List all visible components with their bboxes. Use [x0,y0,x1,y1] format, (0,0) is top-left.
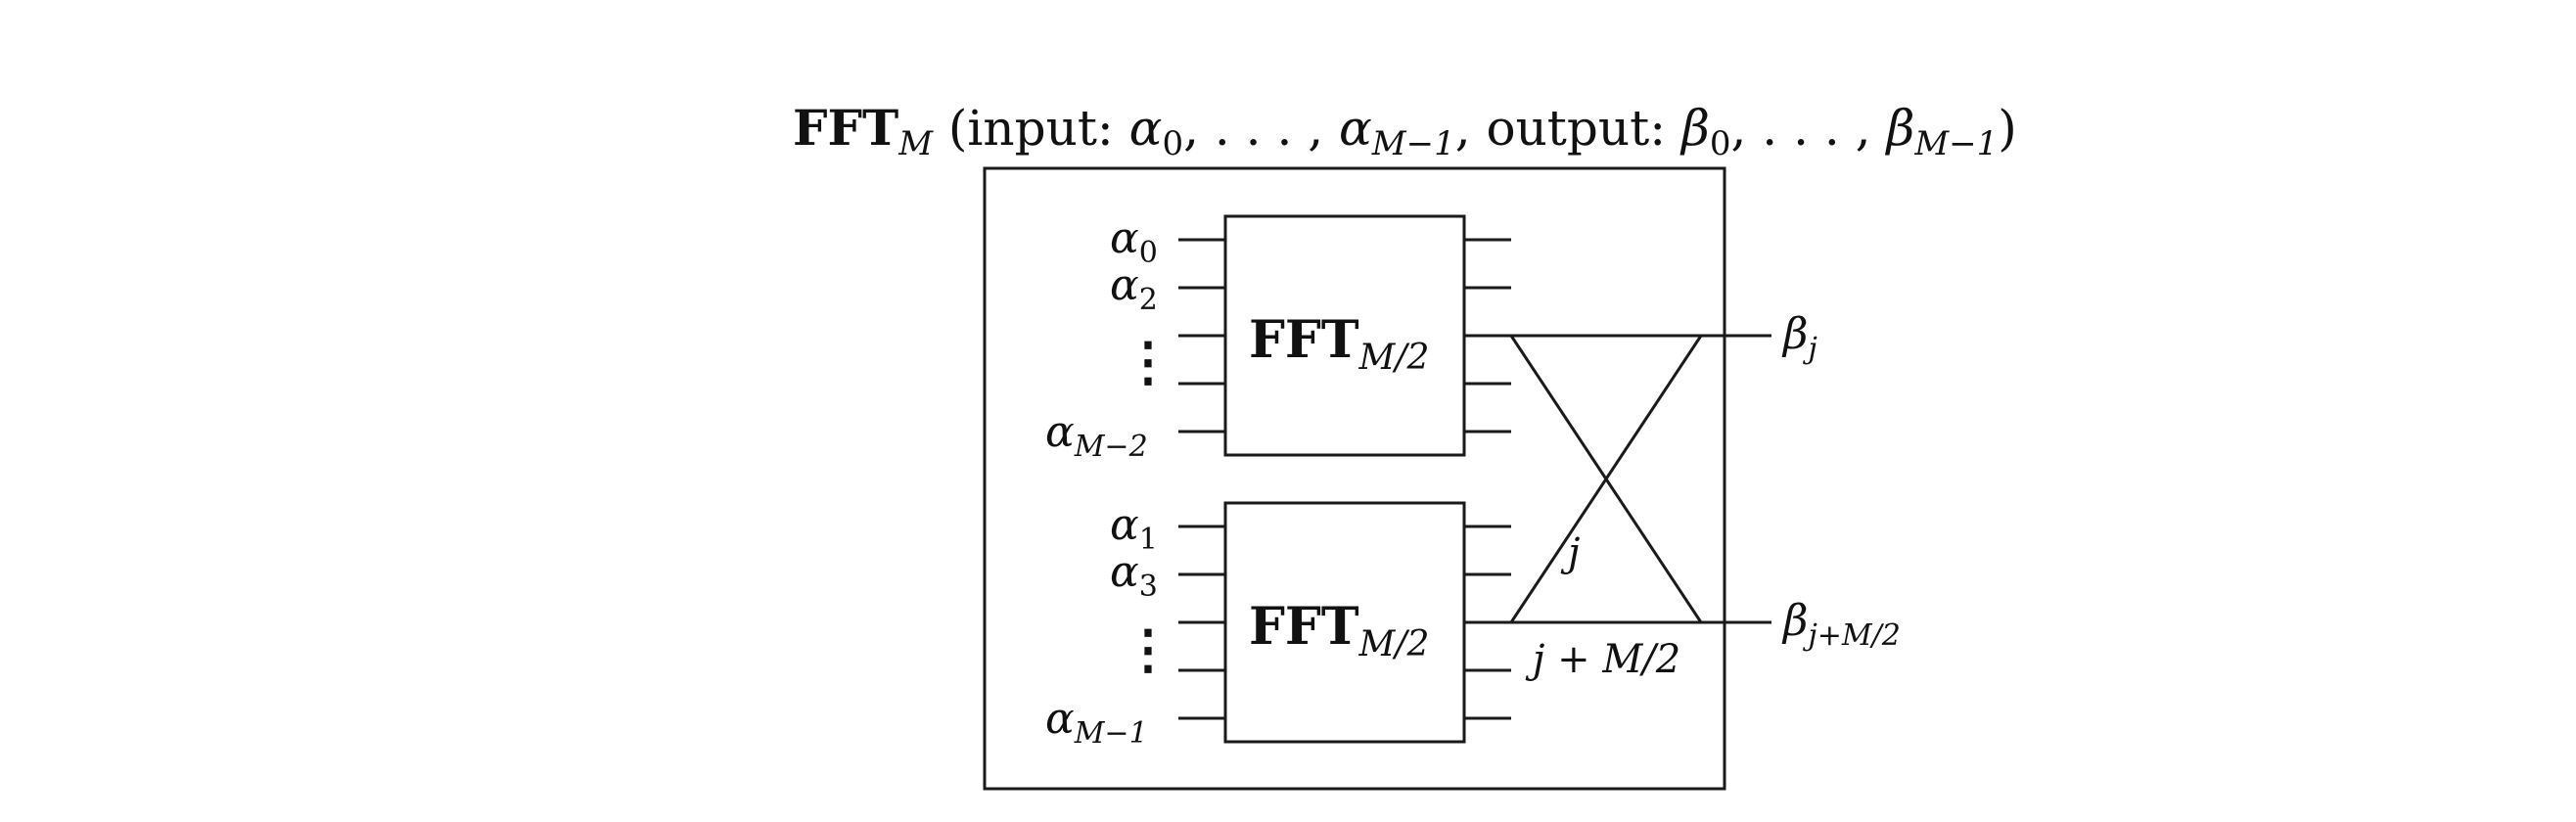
input-label-alpha-1: α1 [1110,500,1158,557]
bottom-fft-label: FFTM/2 [1249,597,1429,664]
cross-label-j-plus-m-half: j + M/2 [1525,637,1680,682]
input-label-alpha-3: α3 [1110,547,1158,604]
input-label-alpha-m-1: αM−1 [1045,694,1148,751]
bottom-fft-block: FFTM/2 [1178,501,1511,744]
input-vdots-top: ⋮ [1122,330,1174,392]
butterfly-cross-up [1509,335,1703,623]
output-label-beta-j: βj [1781,309,1817,366]
output-label-beta-j-plus-m-half: βj+M/2 [1781,596,1901,653]
top-fft-block: FFTM/2 [1178,214,1511,457]
input-label-alpha-m-2: αM−2 [1045,407,1148,464]
input-label-alpha-2: α2 [1110,260,1158,317]
top-fft-label: FFTM/2 [1249,310,1429,378]
diagram-title: FFTM (input: α0, . . . , αM−1, output: β… [793,99,2017,163]
input-vdots-bottom: ⋮ [1122,617,1174,680]
input-label-alpha-0: α0 [1110,213,1158,270]
